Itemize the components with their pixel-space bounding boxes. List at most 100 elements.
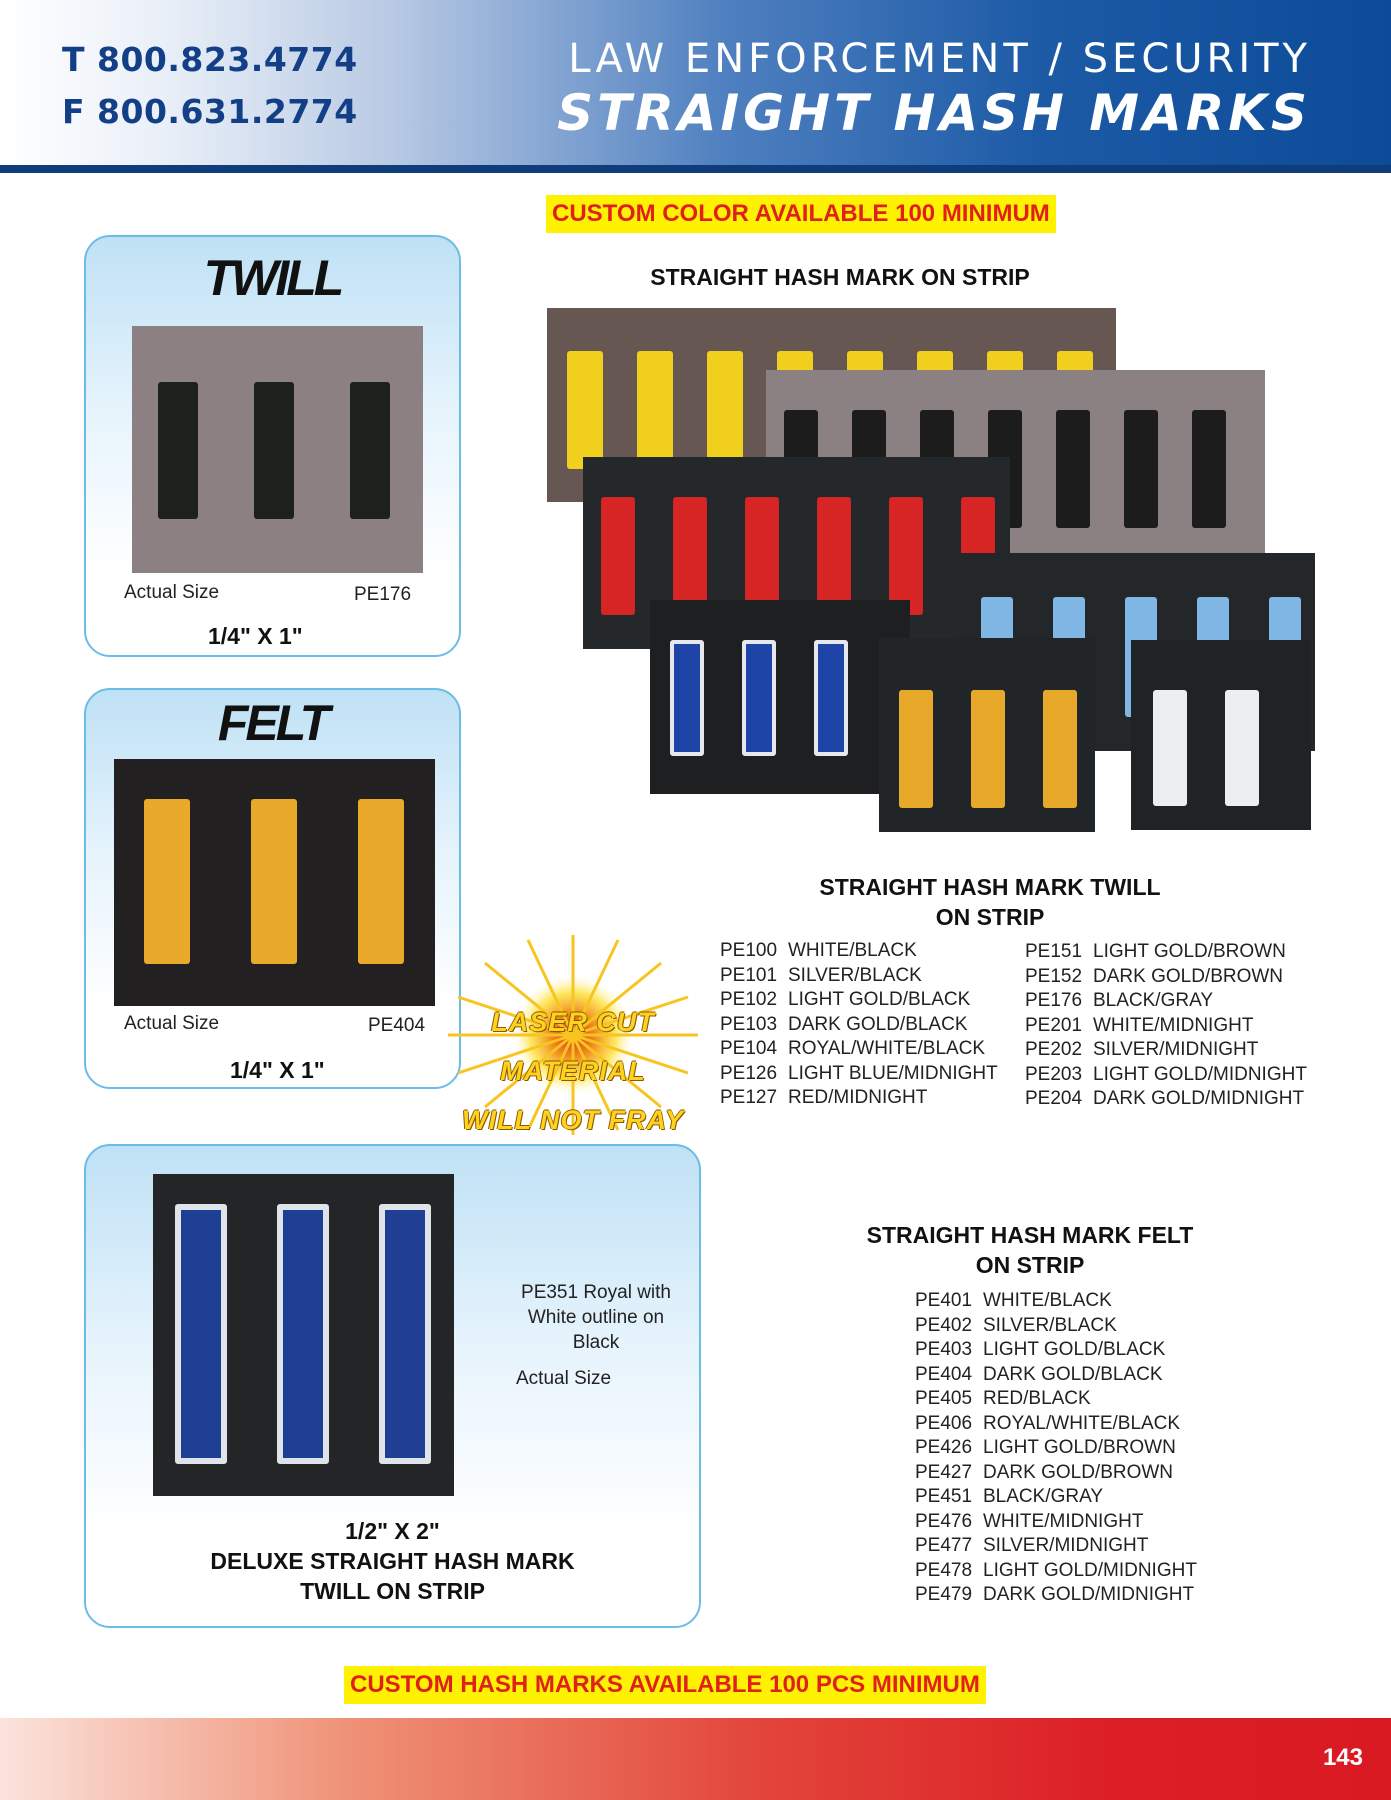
hash-bar xyxy=(817,497,851,615)
item-code: PE404 xyxy=(915,1363,973,1385)
hash-bar xyxy=(742,640,776,756)
item-name: WHITE/BLACK xyxy=(983,1290,1112,1311)
item-name: DARK GOLD/BROWN xyxy=(983,1461,1174,1483)
item-name: RED/BLACK xyxy=(983,1388,1091,1409)
item-name: BLACK/GRAY xyxy=(1093,990,1214,1011)
hash-bar xyxy=(1225,690,1259,806)
twill-card: TWILL Actual Size PE176 1/4" X 1" xyxy=(84,235,461,657)
list-item: PE176 BLACK/GRAY xyxy=(1025,989,1307,1014)
felt-swatch xyxy=(114,759,435,1006)
twill-code: PE176 xyxy=(354,584,412,605)
twill-list-right: PE151 LIGHT GOLD/BROWN PE152 DARK GOLD/BRO… xyxy=(1025,940,1307,1112)
hash-bar xyxy=(158,382,198,519)
item-name: SILVER/BLACK xyxy=(983,1314,1117,1336)
hash-bar xyxy=(144,799,190,964)
item-code: PE102 xyxy=(720,989,778,1010)
badge-line: WILL NOT FRAY xyxy=(462,1105,684,1135)
item-code: PE176 xyxy=(1025,990,1083,1011)
felt-code: PE404 xyxy=(368,1015,426,1036)
felt-list-title-line: STRAIGHT HASH MARK FELT xyxy=(866,1222,1194,1248)
list-item: PE406 ROYAL/WHITE/BLACK xyxy=(915,1412,1197,1437)
item-name: SILVER/MIDNIGHT xyxy=(1093,1039,1259,1060)
strip-midnight-white xyxy=(1131,640,1311,830)
hash-bar xyxy=(277,1204,329,1464)
felt-card: FELT Actual Size PE404 1/4" X 1" xyxy=(84,688,461,1089)
deluxe-desc-line: Black xyxy=(572,1332,620,1353)
hash-bar xyxy=(670,640,704,756)
hash-bar xyxy=(1153,690,1187,806)
item-code: PE202 xyxy=(1025,1039,1083,1060)
item-code: PE152 xyxy=(1025,965,1083,987)
item-name: LIGHT GOLD/BROWN xyxy=(983,1437,1176,1458)
item-name: WHITE/MIDNIGHT xyxy=(1093,1014,1254,1036)
deluxe-desc-line: PE351 Royal with xyxy=(521,1282,671,1303)
list-item: PE403 LIGHT GOLD/BLACK xyxy=(915,1338,1197,1363)
item-code: PE203 xyxy=(1025,1063,1083,1085)
hash-bar xyxy=(350,382,390,519)
item-name: LIGHT GOLD/BLACK xyxy=(983,1339,1166,1360)
strip-section-title: STRAIGHT HASH MARK ON STRIP xyxy=(650,264,1030,290)
item-name: BLACK/GRAY xyxy=(983,1486,1104,1507)
twill-caption: Actual Size xyxy=(124,582,220,603)
starburst-icon xyxy=(448,935,698,1135)
deluxe-title-line: DELUXE STRAIGHT HASH MARK xyxy=(210,1548,575,1574)
item-code: PE127 xyxy=(720,1087,778,1108)
deluxe-swatch xyxy=(153,1174,454,1496)
strip-composite xyxy=(547,308,1315,832)
list-item: PE201 WHITE/MIDNIGHT xyxy=(1025,1014,1307,1039)
item-code: PE479 xyxy=(915,1584,973,1605)
deluxe-title-line: TWILL ON STRIP xyxy=(300,1578,485,1604)
hash-bar xyxy=(971,690,1005,808)
felt-size: 1/4" X 1" xyxy=(230,1057,325,1083)
item-name: DARK GOLD/BROWN xyxy=(1093,965,1284,987)
item-code: PE151 xyxy=(1025,941,1083,962)
badge-line: LASER CUT xyxy=(491,1007,655,1037)
list-item: PE103 DARK GOLD/BLACK xyxy=(720,1013,998,1038)
custom-color-banner: CUSTOM COLOR AVAILABLE 100 MINIMUM xyxy=(546,195,1056,233)
twill-list-title-line: STRAIGHT HASH MARK TWILL xyxy=(819,874,1161,900)
item-name: LIGHT BLUE/MIDNIGHT xyxy=(788,1062,998,1084)
item-code: PE403 xyxy=(915,1339,973,1360)
hash-bar xyxy=(254,382,294,519)
item-code: PE406 xyxy=(915,1412,973,1434)
item-code: PE402 xyxy=(915,1314,973,1336)
item-name: SILVER/BLACK xyxy=(788,964,922,986)
felt-list-title-line: ON STRIP xyxy=(975,1252,1085,1278)
twill-list-title-line: ON STRIP xyxy=(935,904,1045,930)
twill-swatch xyxy=(132,326,423,573)
hash-bar xyxy=(567,351,603,469)
fax-number: F 800.631.2774 xyxy=(62,92,358,131)
item-name: DARK GOLD/BLACK xyxy=(788,1013,968,1035)
item-name: ROYAL/WHITE/BLACK xyxy=(983,1412,1181,1434)
item-name: LIGHT GOLD/BROWN xyxy=(1093,941,1286,962)
category-title: LAW ENFORCEMENT / SECURITY xyxy=(568,36,1311,82)
list-item: PE402 SILVER/BLACK xyxy=(915,1314,1197,1339)
item-code: PE201 xyxy=(1025,1014,1083,1036)
hash-bar xyxy=(601,497,635,615)
item-name: LIGHT GOLD/BLACK xyxy=(788,989,971,1010)
item-name: RED/MIDNIGHT xyxy=(788,1087,928,1108)
list-item: PE202 SILVER/MIDNIGHT xyxy=(1025,1038,1307,1063)
deluxe-title: 1/2" X 2" DELUXE STRAIGHT HASH MARK TWIL… xyxy=(86,1516,699,1606)
felt-list-title: STRAIGHT HASH MARK FELT ON STRIP xyxy=(800,1220,1260,1280)
item-name: DARK GOLD/MIDNIGHT xyxy=(1093,1088,1305,1109)
list-item: PE102 LIGHT GOLD/BLACK xyxy=(720,988,998,1013)
item-code: PE103 xyxy=(720,1013,778,1035)
hash-bar xyxy=(1192,410,1226,528)
item-code: PE451 xyxy=(915,1486,973,1507)
item-code: PE427 xyxy=(915,1461,973,1483)
list-item: PE152 DARK GOLD/BROWN xyxy=(1025,965,1307,990)
hash-bar xyxy=(1043,690,1077,808)
badge-line: MATERIAL xyxy=(500,1056,646,1086)
hash-bar xyxy=(251,799,297,964)
hash-bar xyxy=(707,351,743,469)
item-code: PE476 xyxy=(915,1510,973,1532)
list-item: PE127 RED/MIDNIGHT xyxy=(720,1086,998,1111)
hash-bar xyxy=(1056,410,1090,528)
